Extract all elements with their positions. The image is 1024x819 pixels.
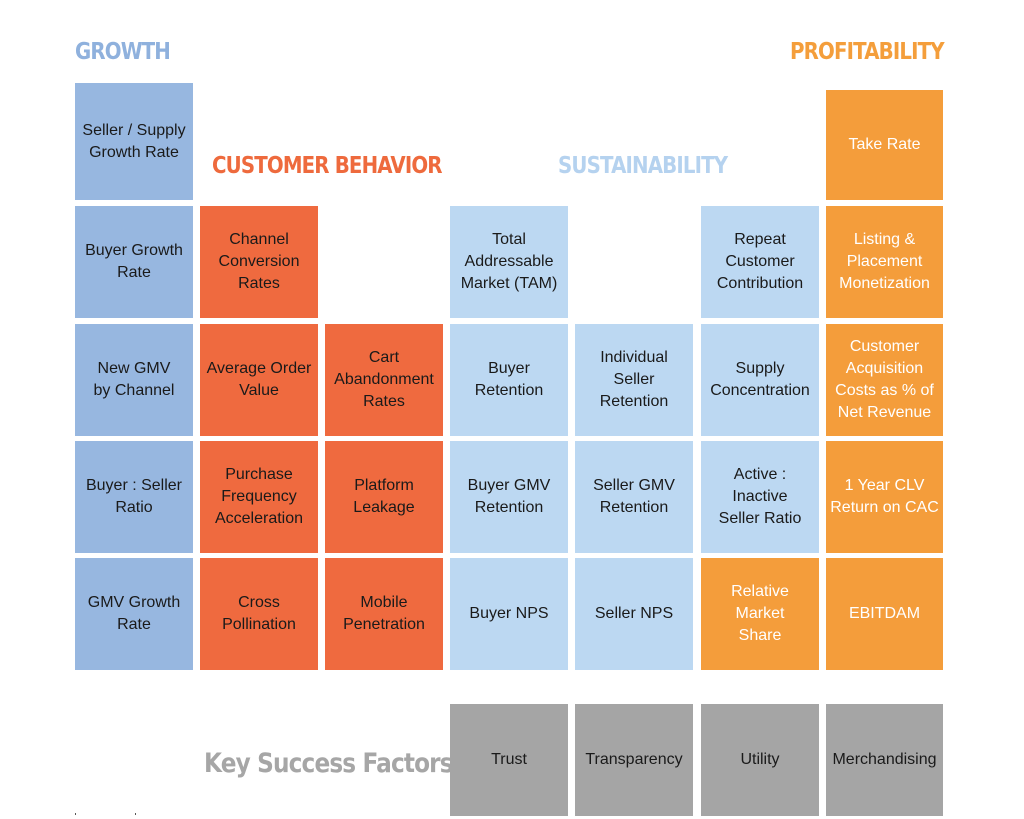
tile-merchandising: Merchandising <box>826 704 943 816</box>
tile-cart-abandonment-rates: Cart Abandonment Rates <box>325 324 443 436</box>
tile-new-gmv-by-channel: New GMV by Channel <box>75 324 193 436</box>
tile-seller-supply-growth-rate: Seller / Supply Growth Rate <box>75 83 193 200</box>
tile-supply-concentration: Supply Concentration <box>701 324 819 436</box>
tile-gmv-growth-rate: GMV Growth Rate <box>75 558 193 670</box>
tile-buyer-retention: Buyer Retention <box>450 324 568 436</box>
tile-seller-gmv-retention: Seller GMV Retention <box>575 441 693 553</box>
tile-purchase-frequency-acceleration: Purchase Frequency Acceleration <box>200 441 318 553</box>
tile-relative-market-share: Relative Market Share <box>701 558 819 670</box>
tile-seller-nps: Seller NPS <box>575 558 693 670</box>
tile-repeat-customer-contribution: Repeat Customer Contribution <box>701 206 819 318</box>
heading-growth: GROWTH <box>75 39 171 65</box>
tile-listing-placement-monetization: Listing & Placement Monetization <box>826 206 943 318</box>
tile-active-inactive-seller-ratio: Active : Inactive Seller Ratio <box>701 441 819 553</box>
tile-take-rate: Take Rate <box>826 90 943 200</box>
tile-average-order-value: Average Order Value <box>200 324 318 436</box>
heading-key-success-factors: Key Success Factors <box>204 748 454 779</box>
tile-buyer-nps: Buyer NPS <box>450 558 568 670</box>
tile-buyer-gmv-retention: Buyer GMV Retention <box>450 441 568 553</box>
heading-customer-behavior: CUSTOMER BEHAVIOR <box>212 153 443 179</box>
tile-platform-leakage: Platform Leakage <box>325 441 443 553</box>
tile-total-addressable-market: Total Addressable Market (TAM) <box>450 206 568 318</box>
tile-customer-acquisition-costs: Customer Acquisition Costs as % of Net R… <box>826 324 943 436</box>
tile-individual-seller-retention: Individual Seller Retention <box>575 324 693 436</box>
tile-clv-return-on-cac: 1 Year CLV Return on CAC <box>826 441 943 553</box>
tile-channel-conversion-rates: Channel Conversion Rates <box>200 206 318 318</box>
footer-marks <box>75 813 137 815</box>
heading-sustainability: SUSTAINABILITY <box>558 153 728 179</box>
heading-profitability: PROFITABILITY <box>790 39 945 65</box>
tile-utility: Utility <box>701 704 819 816</box>
tile-mobile-penetration: Mobile Penetration <box>325 558 443 670</box>
tile-buyer-seller-ratio: Buyer : Seller Ratio <box>75 441 193 553</box>
tile-buyer-growth-rate: Buyer Growth Rate <box>75 206 193 318</box>
tile-ebitdam: EBITDAM <box>826 558 943 670</box>
tile-cross-pollination: Cross Pollination <box>200 558 318 670</box>
tile-trust: Trust <box>450 704 568 816</box>
tile-transparency: Transparency <box>575 704 693 816</box>
